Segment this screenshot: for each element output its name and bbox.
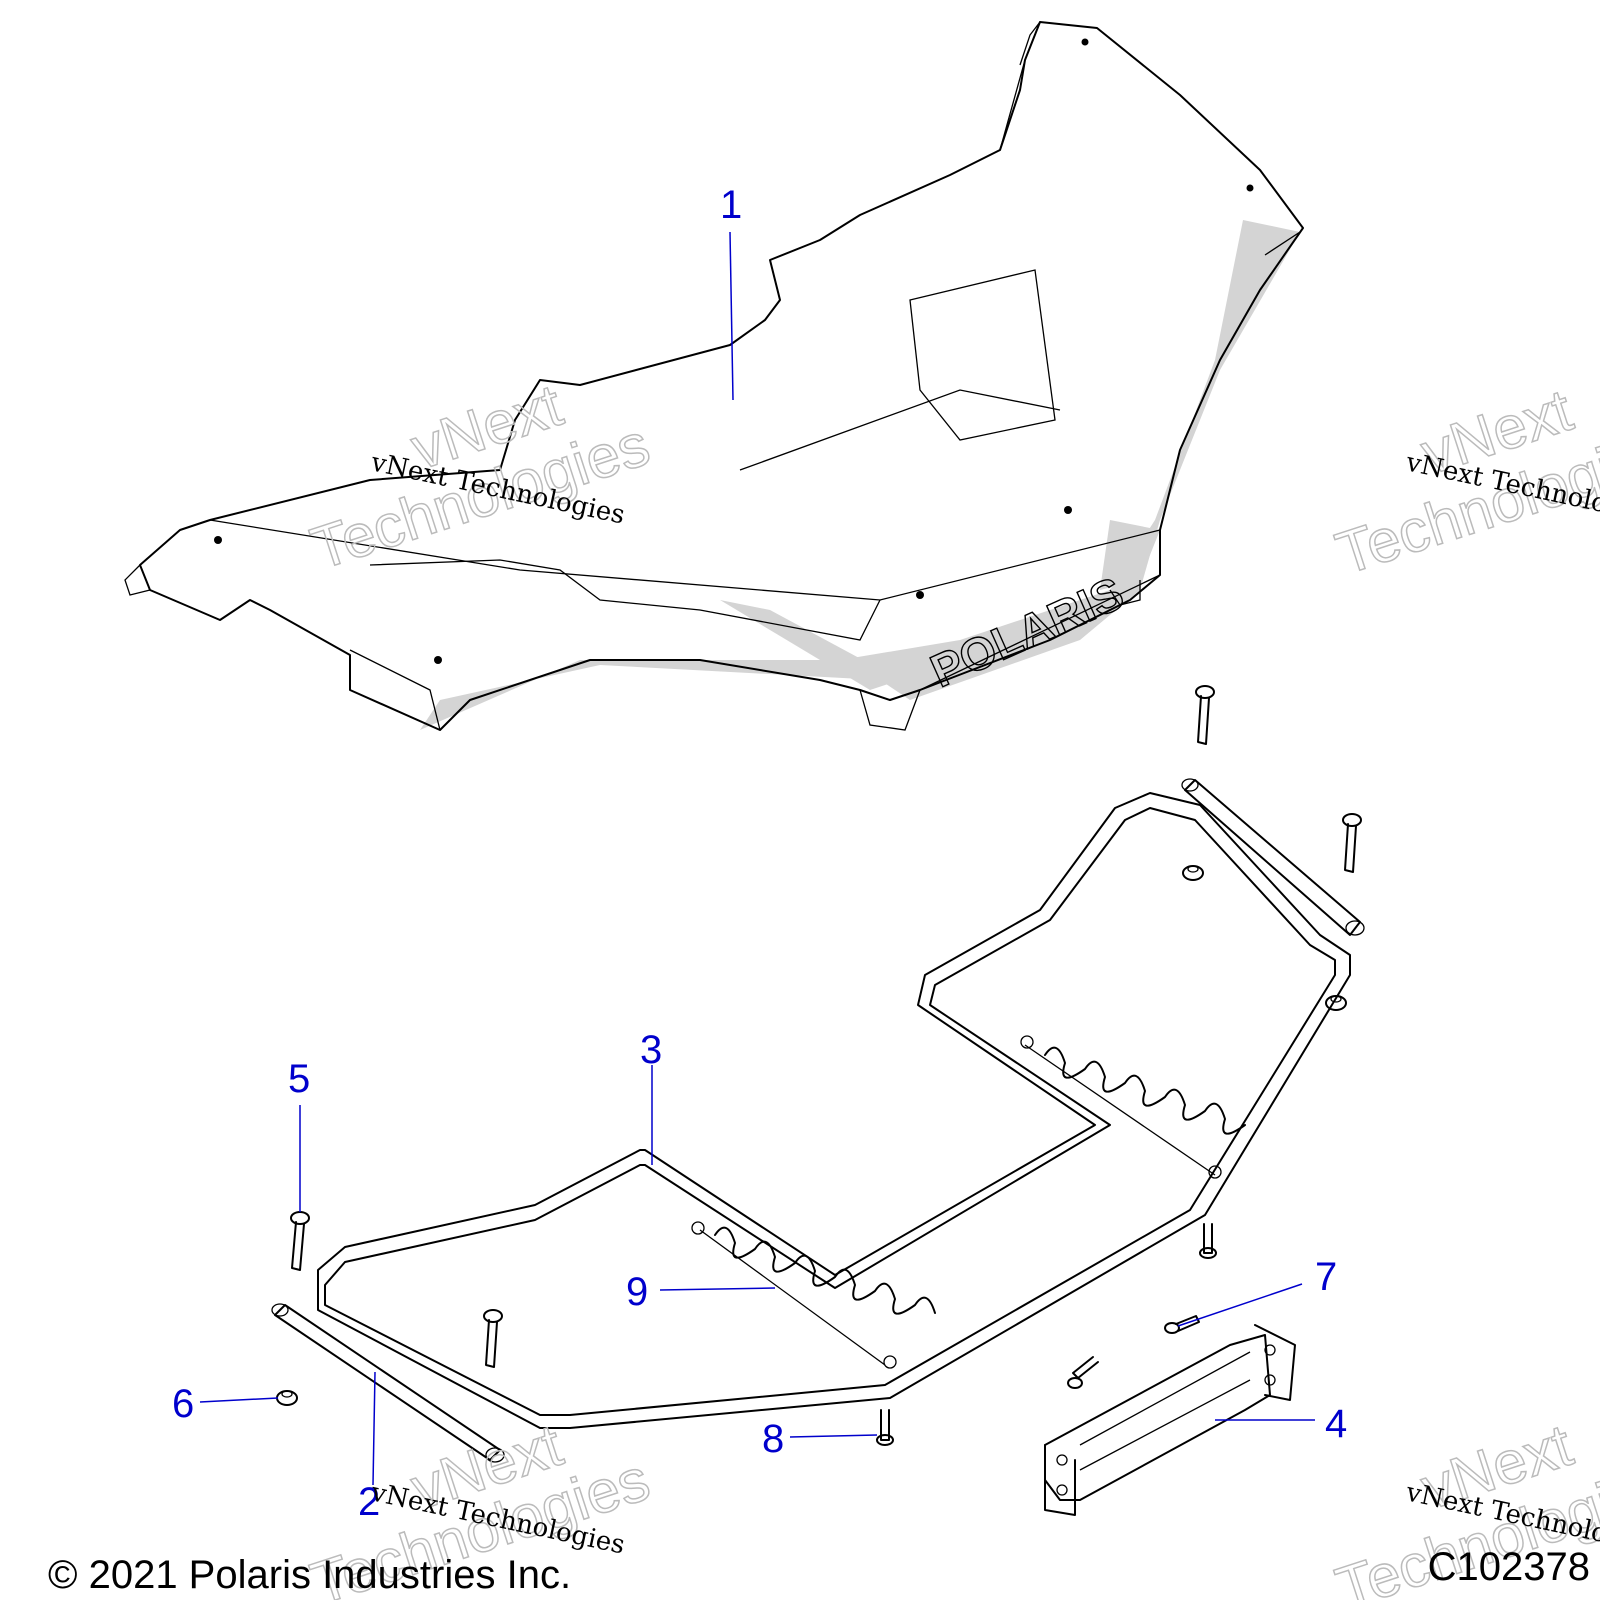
spring-front xyxy=(691,1221,936,1369)
callout-6: 6 xyxy=(172,1382,194,1426)
bolt-body-mount xyxy=(1195,685,1215,745)
front-body-panel: POLARIS xyxy=(124,21,1304,731)
mounting-bracket xyxy=(1044,1324,1296,1516)
callout-9: 9 xyxy=(626,1270,648,1314)
watermarks: vNext Technologies vNext Technologies vN… xyxy=(303,370,1600,1600)
nut-rear-2 xyxy=(1325,995,1347,1011)
callout-1: 1 xyxy=(720,183,742,227)
callout-4: 4 xyxy=(1325,1402,1347,1446)
bolt-7b xyxy=(1067,1356,1099,1389)
callout-7: 7 xyxy=(1315,1255,1337,1299)
bolt-rear-right xyxy=(1342,813,1362,873)
callout-5: 5 xyxy=(288,1057,310,1101)
cross-tube-front xyxy=(271,1303,505,1463)
bolt-bracket xyxy=(1199,1223,1217,1259)
bolt-front-mid xyxy=(483,1309,503,1368)
callouts: 1 2 3 4 5 6 7 8 9 xyxy=(172,183,1347,1524)
copyright-text: © 2021 Polaris Industries Inc. xyxy=(48,1553,571,1597)
bolt-8 xyxy=(876,1409,894,1446)
brand-mark: POLARIS xyxy=(923,566,1131,697)
nut-rear-1 xyxy=(1182,865,1204,881)
rack-tube-frame xyxy=(317,792,1351,1429)
spring-rear xyxy=(1020,1035,1246,1179)
callout-8: 8 xyxy=(762,1417,784,1461)
bolt-5 xyxy=(290,1211,310,1271)
leader-lines xyxy=(199,231,1315,1486)
callout-3: 3 xyxy=(640,1028,662,1072)
nut-6 xyxy=(276,1390,298,1406)
callout-2: 2 xyxy=(358,1480,380,1524)
cross-tube-rear xyxy=(1181,778,1365,936)
figure-id: C102378 xyxy=(1428,1545,1590,1589)
